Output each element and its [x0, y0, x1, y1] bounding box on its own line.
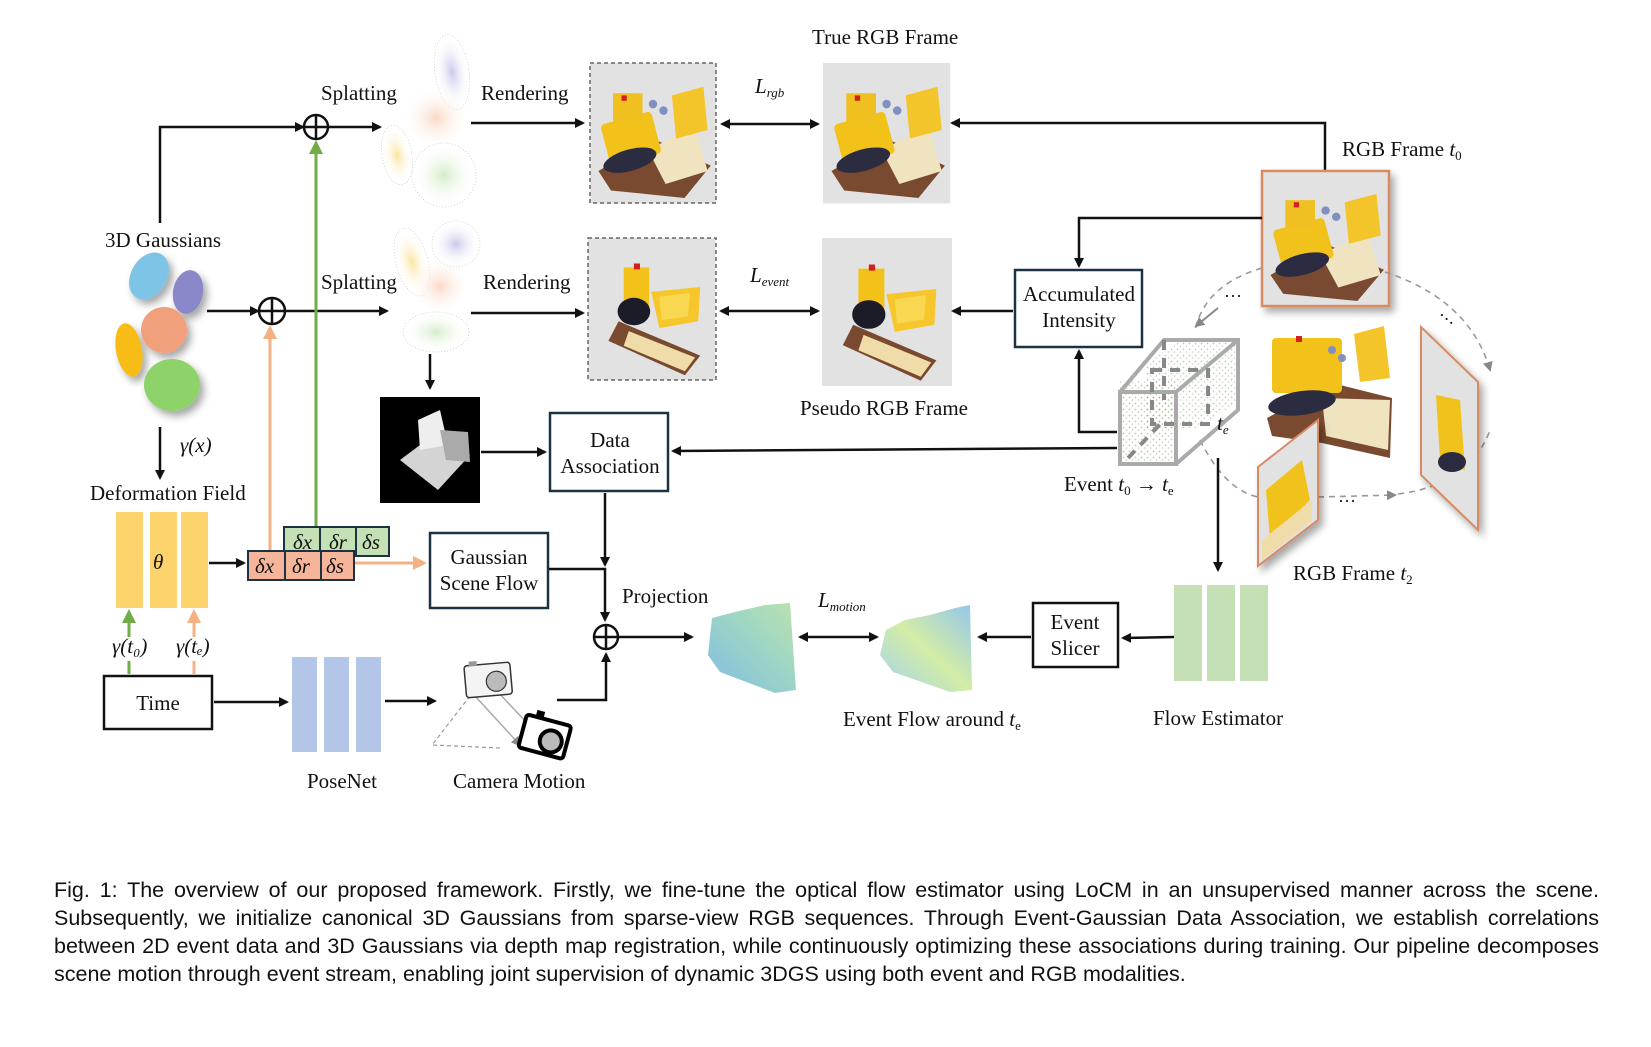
- splatted-gaussians-mid: [393, 220, 481, 353]
- flow-estimator-label: Flow Estimator: [1153, 706, 1283, 730]
- svg-text:···: ···: [1224, 286, 1242, 306]
- svg-text:Association: Association: [560, 454, 660, 478]
- gamma-te-label: γ(tₑ): [176, 634, 210, 658]
- gaussians-to-top-oplus-arrow: [158, 122, 305, 223]
- projection-label: Projection: [622, 584, 709, 608]
- accumulated-intensity-box: Accumulated Intensity: [1013, 268, 1144, 349]
- depth-map-image: [380, 397, 480, 503]
- posenet-label: PoseNet: [307, 769, 377, 793]
- svg-text:Slicer: Slicer: [1051, 636, 1100, 660]
- svg-text:δs: δs: [326, 554, 344, 578]
- projection-oplus-icon: [592, 623, 620, 651]
- te-label: te: [1217, 411, 1229, 437]
- true-rgb-frame-label: True RGB Frame: [812, 25, 958, 49]
- data-association-box: Data Association: [548, 411, 670, 493]
- event-volume-icon: [1118, 338, 1240, 466]
- true-rgb-frame-image: [823, 63, 951, 204]
- event-to-data-assoc-arrow: [671, 445, 1118, 456]
- rendered-rgb-frame-image: [589, 62, 717, 204]
- delta-orange-row: δx δr δs: [247, 550, 355, 581]
- splatting-top-label: Splatting: [321, 81, 397, 105]
- svg-text:···: ···: [1433, 306, 1460, 333]
- theta-label: θ: [153, 550, 163, 574]
- camera-motion-icon: [430, 660, 573, 761]
- gamma-x-label: γ(x): [180, 433, 212, 457]
- rendered-event-frame-image: [587, 237, 717, 381]
- rgb-frame-t2-image: [1257, 417, 1319, 569]
- rendering-mid-label: Rendering: [483, 270, 571, 294]
- splatted-gaussians-top: [380, 33, 477, 208]
- svg-text:···: ···: [1338, 491, 1356, 511]
- event-flow-label: Event Flow around te: [843, 707, 1021, 733]
- rgb-frame-t2-label: RGB Frame t2: [1293, 561, 1413, 587]
- projected-flow-image: [708, 603, 796, 693]
- event-slicer-box: Event Slicer: [1031, 601, 1120, 669]
- svg-text:δr: δr: [292, 554, 311, 578]
- pseudo-rgb-frame-label: Pseudo RGB Frame: [800, 396, 968, 420]
- 3d-gaussians-icon: [115, 252, 204, 411]
- svg-text:Time: Time: [136, 691, 180, 715]
- svg-text:Intensity: Intensity: [1042, 308, 1116, 332]
- posenet-network: [292, 657, 381, 752]
- deformation-field-label: Deformation Field: [90, 481, 246, 505]
- svg-text:Data: Data: [590, 428, 630, 452]
- deformation-field-network: [116, 512, 208, 608]
- svg-text:Event: Event: [1051, 610, 1100, 634]
- gaussian-scene-flow-box: Gaussian Scene Flow: [428, 531, 550, 610]
- svg-text:δs: δs: [362, 530, 380, 554]
- loss-event-label: Levent: [749, 263, 789, 289]
- time-box: Time: [102, 674, 214, 731]
- estimator-to-slicer-arrow: [1121, 632, 1175, 643]
- svg-text:Accumulated: Accumulated: [1023, 282, 1135, 306]
- rgb-frame-t0-label: RGB Frame t0: [1342, 137, 1462, 163]
- event-to-accumulated-arrow: [1074, 349, 1117, 434]
- rgb-frame-t0-image: [1260, 169, 1391, 308]
- splatting-mid-label: Splatting: [321, 270, 397, 294]
- camera-motion-label: Camera Motion: [453, 769, 586, 793]
- event-flow-image: [880, 605, 972, 692]
- scene-object-image: [1267, 326, 1392, 458]
- rgb-t0-to-accumulated-arrow: [1074, 216, 1262, 268]
- top-oplus-icon: [302, 113, 330, 141]
- svg-text:Gaussian: Gaussian: [451, 545, 528, 569]
- gamma-t0-label: γ(t₀): [112, 634, 147, 658]
- figure-caption: Fig. 1: The overview of our proposed fra…: [54, 878, 1599, 986]
- flow-estimator-network: [1174, 585, 1268, 681]
- rgb-t0-to-true-frame-arrow: [950, 118, 1327, 170]
- scene-flow-to-projection-arrow: [549, 567, 610, 622]
- loss-motion-label: Lmotion: [817, 588, 866, 614]
- pseudo-rgb-frame-image: [822, 238, 952, 386]
- svg-text:δx: δx: [293, 530, 313, 554]
- svg-text:Scene Flow: Scene Flow: [440, 571, 539, 595]
- svg-text:δr: δr: [329, 530, 348, 554]
- camera-to-projection-arrow: [557, 652, 611, 702]
- loss-rgb-label: Lrgb: [754, 74, 785, 100]
- rendering-top-label: Rendering: [481, 81, 569, 105]
- event-t0-te-label: Event t0 → te: [1064, 472, 1174, 498]
- 3d-gaussians-label: 3D Gaussians: [105, 228, 221, 252]
- framework-diagram: True RGB Frame Splatting Rendering Lrgb …: [90, 25, 1493, 793]
- mid-oplus-icon: [257, 296, 287, 326]
- rgb-frame-side-image: [1420, 324, 1479, 533]
- svg-text:δx: δx: [255, 554, 275, 578]
